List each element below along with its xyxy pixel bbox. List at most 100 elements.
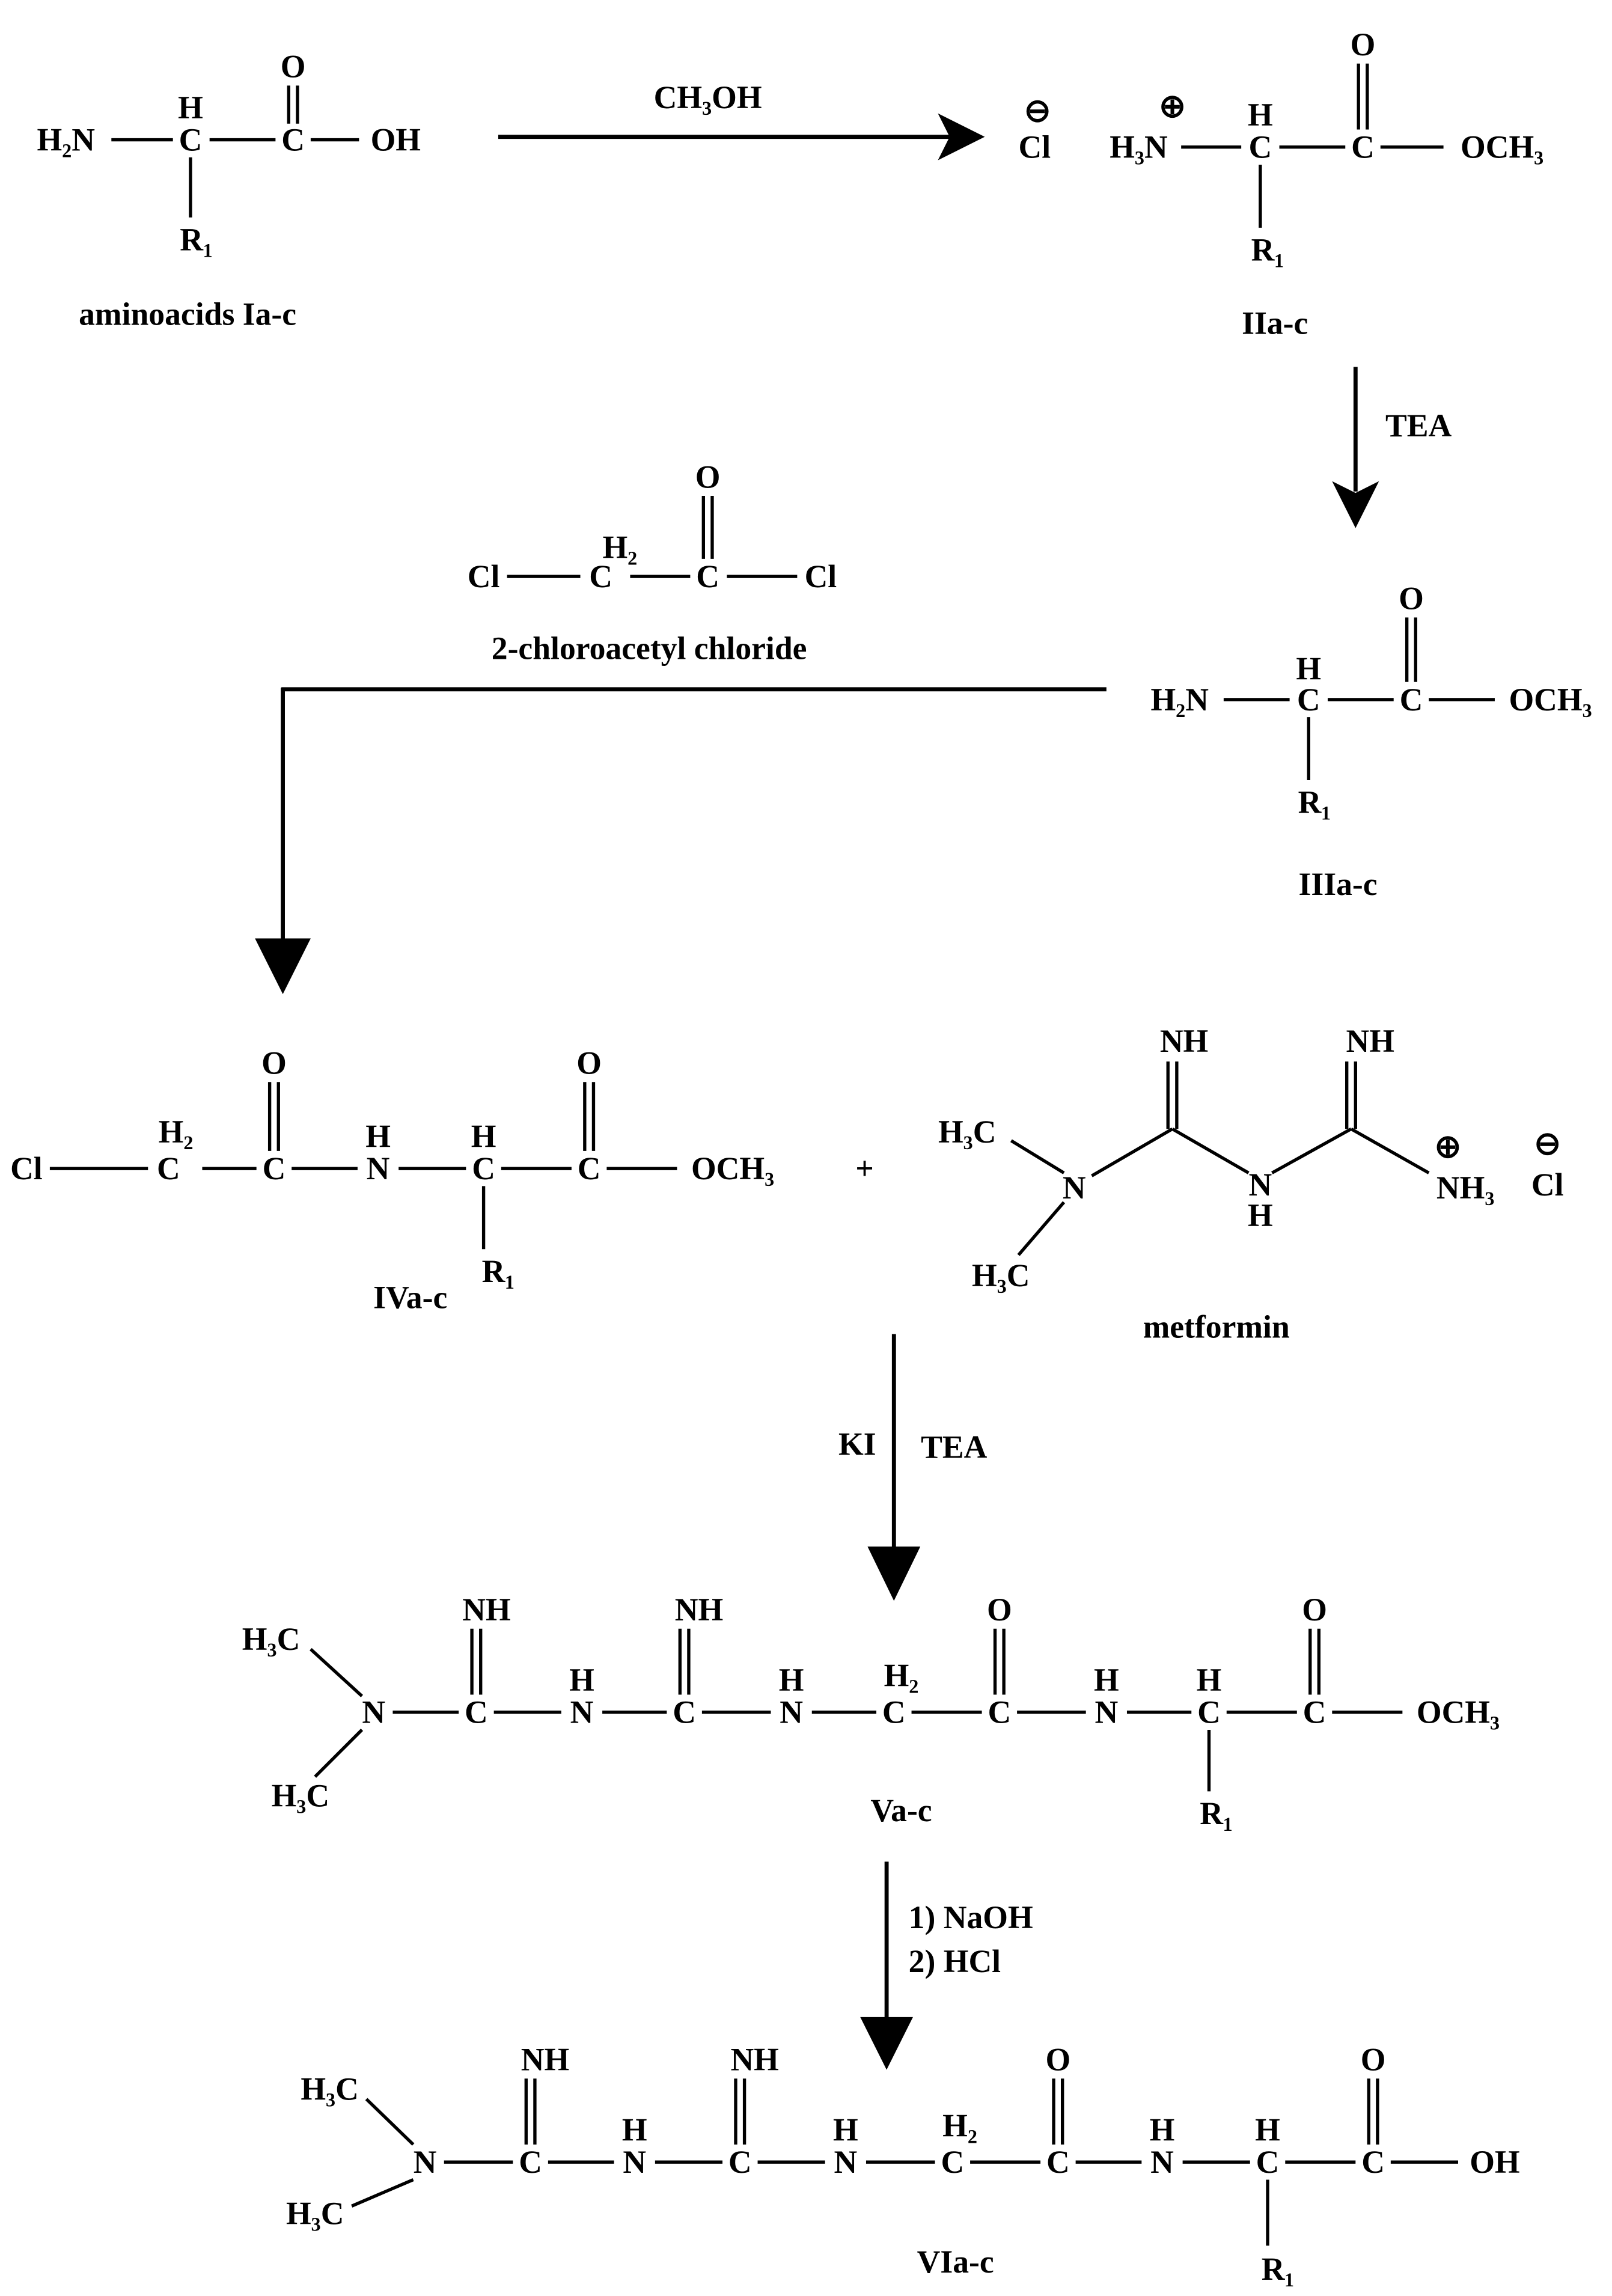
atom: O (261, 1045, 287, 1081)
compound-label: aminoacids Ia-c (79, 296, 296, 332)
atom: H (569, 1662, 594, 1698)
atom: H (471, 1118, 496, 1154)
atom: C (519, 2144, 542, 2180)
compound-label: metformin (1143, 1308, 1290, 1345)
atom: H₂N (1150, 682, 1209, 718)
atom: NH (730, 2042, 778, 2078)
atom: C (157, 1150, 180, 1186)
atom: C (882, 1694, 906, 1730)
reagent-label: 2) HCl (909, 1943, 1001, 1979)
atom: N (362, 1694, 385, 1730)
atom: N (780, 1694, 803, 1730)
plus-charge-icon: ⊕ (1159, 88, 1186, 124)
atom: C (673, 1694, 696, 1730)
atom: H₃C (301, 2071, 359, 2107)
atom: O (576, 1045, 602, 1081)
atom: C (1248, 129, 1272, 165)
compound-label: 2-chloroacetyl chloride (492, 630, 807, 667)
atom: O (1399, 581, 1424, 617)
compound-III: H₂N H C C O OCH₃ R₁ IIIa-c (1150, 581, 1592, 902)
atom: C (1400, 682, 1423, 718)
atom: OCH₃ (1509, 682, 1592, 718)
atom: N (570, 1694, 594, 1730)
compound-II: Cl ⊖ ⊕ H₃N H C C O OCH₃ R₁ IIa-c (1019, 26, 1544, 341)
atom: H (1296, 651, 1321, 687)
compound-chloroacetyl-chloride: Cl H₂ C C O Cl 2-chloroacetyl chloride (468, 459, 837, 666)
atom: OCH₃ (1461, 129, 1543, 165)
atom: N (414, 2144, 437, 2180)
arrowhead-icon (860, 2017, 913, 2070)
arrow-step1: CH₃OH (498, 79, 985, 160)
atom: C (263, 1150, 286, 1186)
atom: C (988, 1694, 1011, 1730)
compound-label: IIa-c (1242, 305, 1308, 341)
atom: C (1297, 682, 1320, 718)
atom: NH (462, 1592, 510, 1628)
compound-VI: H₃C H₃C N C NH H N C NH H N H₂ C C O H N… (286, 2042, 1520, 2288)
atom: H₂ (159, 1114, 194, 1150)
compound-label: IIIa-c (1299, 866, 1378, 902)
atom: C (696, 558, 719, 594)
atom: N (623, 2144, 646, 2180)
atom: Cl (1531, 1167, 1564, 1203)
atom: C (728, 2144, 752, 2180)
arrow-step2: TEA (1332, 367, 1452, 528)
atom: C (465, 1694, 488, 1730)
atom: O (281, 49, 306, 85)
atom: Cl (468, 558, 500, 594)
atom: N (1063, 1170, 1086, 1206)
atom: OH (371, 122, 421, 158)
atom: H (1197, 1662, 1222, 1698)
compound-label: Va-c (870, 1792, 932, 1828)
atom: R₁ (482, 1253, 515, 1289)
atom: H (178, 90, 203, 126)
atom: C (1303, 1694, 1327, 1730)
atom: H₃C (272, 1778, 330, 1814)
compound-IV: Cl H₂ C C O H N H C C O OCH₃ R₁ IVa-c (10, 1045, 774, 1316)
bond (1010, 1139, 1065, 1174)
atom: O (695, 459, 721, 495)
bond (1091, 1127, 1173, 1177)
plus-sign: + (855, 1150, 874, 1186)
arrow-step5: 1) NaOH 2) HCl (860, 1861, 1033, 2070)
atom: C (1361, 2144, 1385, 2180)
atom: H₂ (884, 1658, 919, 1694)
bond (365, 2098, 415, 2146)
atom: NH₃ (1436, 1170, 1495, 1206)
minus-charge-icon: ⊖ (1534, 1126, 1561, 1162)
arrowhead-icon (1332, 481, 1379, 528)
compound-V: H₃C H₃C N C NH H N C NH H N H₂ C C O H N… (242, 1592, 1500, 1831)
atom: H (1094, 1662, 1119, 1698)
atom: R₁ (1262, 2251, 1295, 2287)
atom: H₂ (942, 2107, 977, 2143)
atom: H (779, 1662, 804, 1698)
atom: H (365, 1118, 391, 1154)
atom: Cl (1019, 129, 1051, 165)
atom: OCH₃ (691, 1150, 774, 1186)
reagent-label: TEA (1385, 408, 1452, 444)
atom: NH (675, 1592, 723, 1628)
atom: R₁ (1200, 1795, 1233, 1831)
atom: H₃C (972, 1257, 1030, 1293)
atom: C (1256, 2144, 1280, 2180)
bond (310, 1647, 364, 1697)
atom: O (1361, 2042, 1386, 2078)
atom: O (1046, 2042, 1071, 2078)
atom: NH (521, 2042, 569, 2078)
bond (314, 1729, 364, 1778)
compound-label: VIa-c (917, 2244, 994, 2280)
atom: C (472, 1150, 495, 1186)
atom: C (589, 558, 612, 594)
arrowhead-icon (867, 1546, 921, 1601)
atom: C (281, 122, 305, 158)
atom: H (1255, 2112, 1280, 2148)
compound-I: H₂N H C C O OH R₁ aminoacids Ia-c (37, 49, 421, 332)
compound-metformin: H₃C H₃C N NH N H NH ⊕ NH₃ ⊖ Cl metformin (938, 1023, 1564, 1345)
atom: R₁ (180, 221, 213, 257)
atom: N (367, 1150, 390, 1186)
atom: OCH₃ (1417, 1694, 1500, 1730)
bond (1350, 1127, 1430, 1174)
atom: N (834, 2144, 857, 2180)
bond (1271, 1127, 1352, 1174)
atom: H (622, 2112, 647, 2148)
